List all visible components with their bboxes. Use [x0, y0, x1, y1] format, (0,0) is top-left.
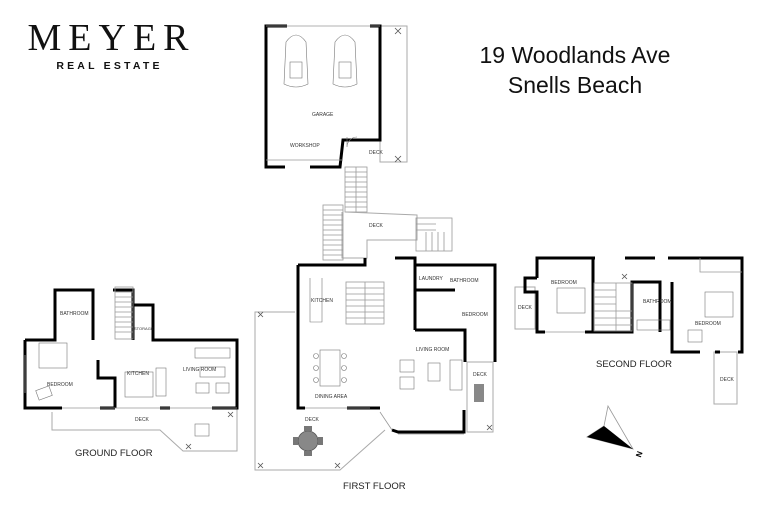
room-label-bathroom: BATHROOM	[450, 278, 479, 284]
brand-subtitle: REAL ESTATE	[56, 60, 163, 72]
brand-logo: MEYER REAL ESTATE	[22, 18, 197, 72]
room-label-kitchen: KITCHEN	[127, 371, 149, 377]
property-address: 19 Woodlands Ave Snells Beach	[470, 40, 680, 100]
north-arrow-icon: N	[586, 404, 645, 459]
room-label-bedroom-2: BEDROOM	[695, 321, 721, 327]
room-label-bathroom: BATHROOM	[60, 311, 89, 317]
room-label-bedroom: BEDROOM	[47, 382, 73, 388]
floor-label-ground: GROUND FLOOR	[75, 448, 153, 459]
ground-floor-plan: BATHROOM STORAGE BEDROOM KITCHEN LIVING …	[23, 286, 239, 459]
address-line-1: 19 Woodlands Ave	[479, 42, 671, 68]
room-label-living-room: LIVING ROOM	[416, 347, 449, 353]
room-label-deck: DECK	[518, 305, 533, 311]
second-floor-plan: DECK BEDROOM BATHROOM BEDROOM DECK SECON…	[514, 256, 744, 405]
room-label-storage: STORAGE	[134, 326, 154, 331]
room-label-deck: DECK	[305, 417, 320, 423]
room-label-workshop: WORKSHOP	[290, 143, 320, 149]
first-floor-plan: KITCHEN LAUNDRY BATHROOM BEDROOM LIVING …	[254, 256, 497, 492]
room-label-laundry: LAUNDRY	[419, 276, 443, 282]
entry-deck: DECK	[322, 204, 453, 261]
room-label-bedroom: BEDROOM	[551, 280, 577, 286]
room-label-bedroom: BEDROOM	[462, 312, 488, 318]
brand-name: MEYER	[27, 17, 196, 59]
room-label-garage: GARAGE	[312, 112, 334, 118]
compass-label: N	[634, 450, 645, 459]
room-label-deck: DECK	[369, 150, 384, 156]
svg-text:DECK: DECK	[369, 223, 384, 229]
car-icon	[332, 34, 358, 88]
car-icon	[283, 34, 309, 88]
address-line-2: Snells Beach	[507, 72, 643, 98]
floor-label-second: SECOND FLOOR	[596, 359, 672, 370]
room-label-deck-2: DECK	[720, 377, 735, 383]
garage-level-plan: GARAGE WORKSHOP DECK	[264, 24, 408, 213]
room-label-bathroom: BATHROOM	[643, 299, 672, 305]
room-label-kitchen: KITCHEN	[311, 298, 333, 304]
room-label-living-room: LIVING ROOM	[183, 367, 216, 373]
room-label-dining-area: DINING AREA	[315, 394, 348, 400]
floor-label-first: FIRST FLOOR	[343, 481, 406, 492]
room-label-deck-side: DECK	[473, 372, 488, 378]
room-label-deck: DECK	[135, 417, 150, 423]
